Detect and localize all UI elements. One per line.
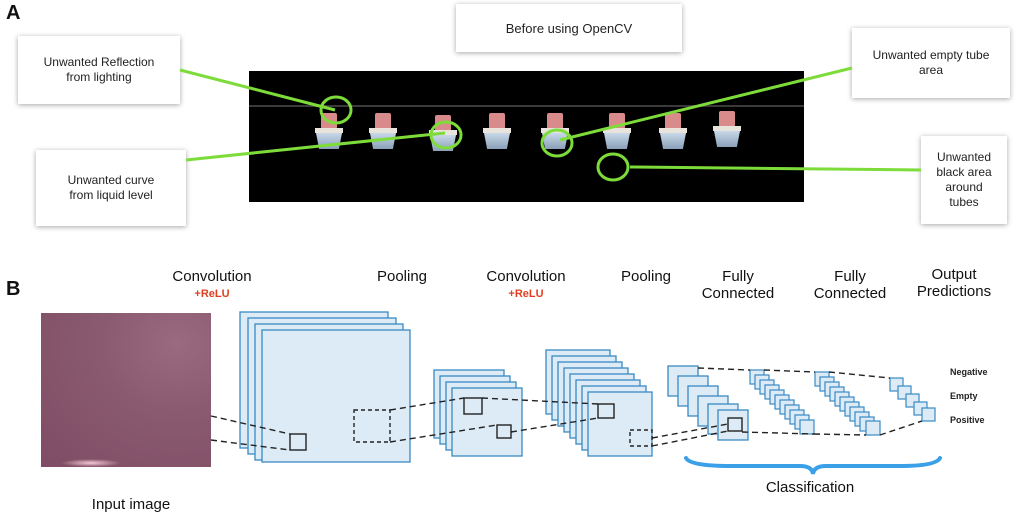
tube-rack-photo bbox=[249, 71, 804, 202]
pool2-label: Pooling bbox=[620, 268, 672, 285]
classification-brace bbox=[684, 456, 942, 475]
pool1-feature-maps bbox=[433, 369, 523, 457]
panel-a-letter: A bbox=[6, 2, 21, 24]
output-nodes bbox=[889, 377, 936, 422]
conv2-activation: +ReLU bbox=[508, 288, 544, 300]
input-image-label: Input image bbox=[91, 496, 171, 513]
conv1-activation: +ReLU bbox=[194, 288, 230, 300]
empty-tube-callout: Unwanted empty tube area bbox=[852, 28, 1010, 98]
output-positive: Positive bbox=[950, 415, 985, 425]
output-empty: Empty bbox=[950, 391, 978, 401]
panel-a-title: Before using OpenCV bbox=[456, 4, 682, 52]
pool1-label: Pooling bbox=[376, 268, 428, 285]
fc2-layer bbox=[814, 371, 881, 436]
highlight-annotations bbox=[179, 66, 922, 182]
curve-circle bbox=[429, 120, 463, 150]
fc2-label: Fully Connected bbox=[813, 268, 887, 302]
black-area-circle bbox=[596, 152, 630, 182]
output-negative: Negative bbox=[950, 367, 988, 377]
output-label: Output Predictions bbox=[916, 266, 992, 300]
pool2-feature-maps bbox=[667, 365, 749, 441]
conv2-label: Convolution bbox=[486, 268, 566, 285]
fc1-label: Fully Connected bbox=[701, 268, 775, 302]
conv1-label: Convolution bbox=[172, 268, 252, 285]
connector-lines bbox=[210, 367, 923, 451]
black-area-pointer bbox=[629, 165, 922, 172]
conv2-feature-maps bbox=[545, 349, 653, 457]
empty-tube-pointer bbox=[559, 66, 853, 142]
classification-label: Classification bbox=[765, 479, 855, 496]
black-area-callout: Unwanted black area around tubes bbox=[921, 136, 1007, 224]
conv1-feature-maps bbox=[239, 311, 411, 463]
empty-tube-circle bbox=[540, 128, 574, 158]
input-image bbox=[41, 313, 211, 467]
reflection-pointer bbox=[179, 68, 336, 112]
curve-callout: Unwanted curve from liquid level bbox=[36, 150, 186, 226]
curve-pointer bbox=[185, 131, 446, 162]
reflection-callout: Unwanted Reflection from lighting bbox=[18, 36, 180, 104]
fc1-layer bbox=[749, 369, 815, 435]
reflection-circle bbox=[319, 95, 353, 125]
panel-b-letter: B bbox=[6, 278, 21, 300]
